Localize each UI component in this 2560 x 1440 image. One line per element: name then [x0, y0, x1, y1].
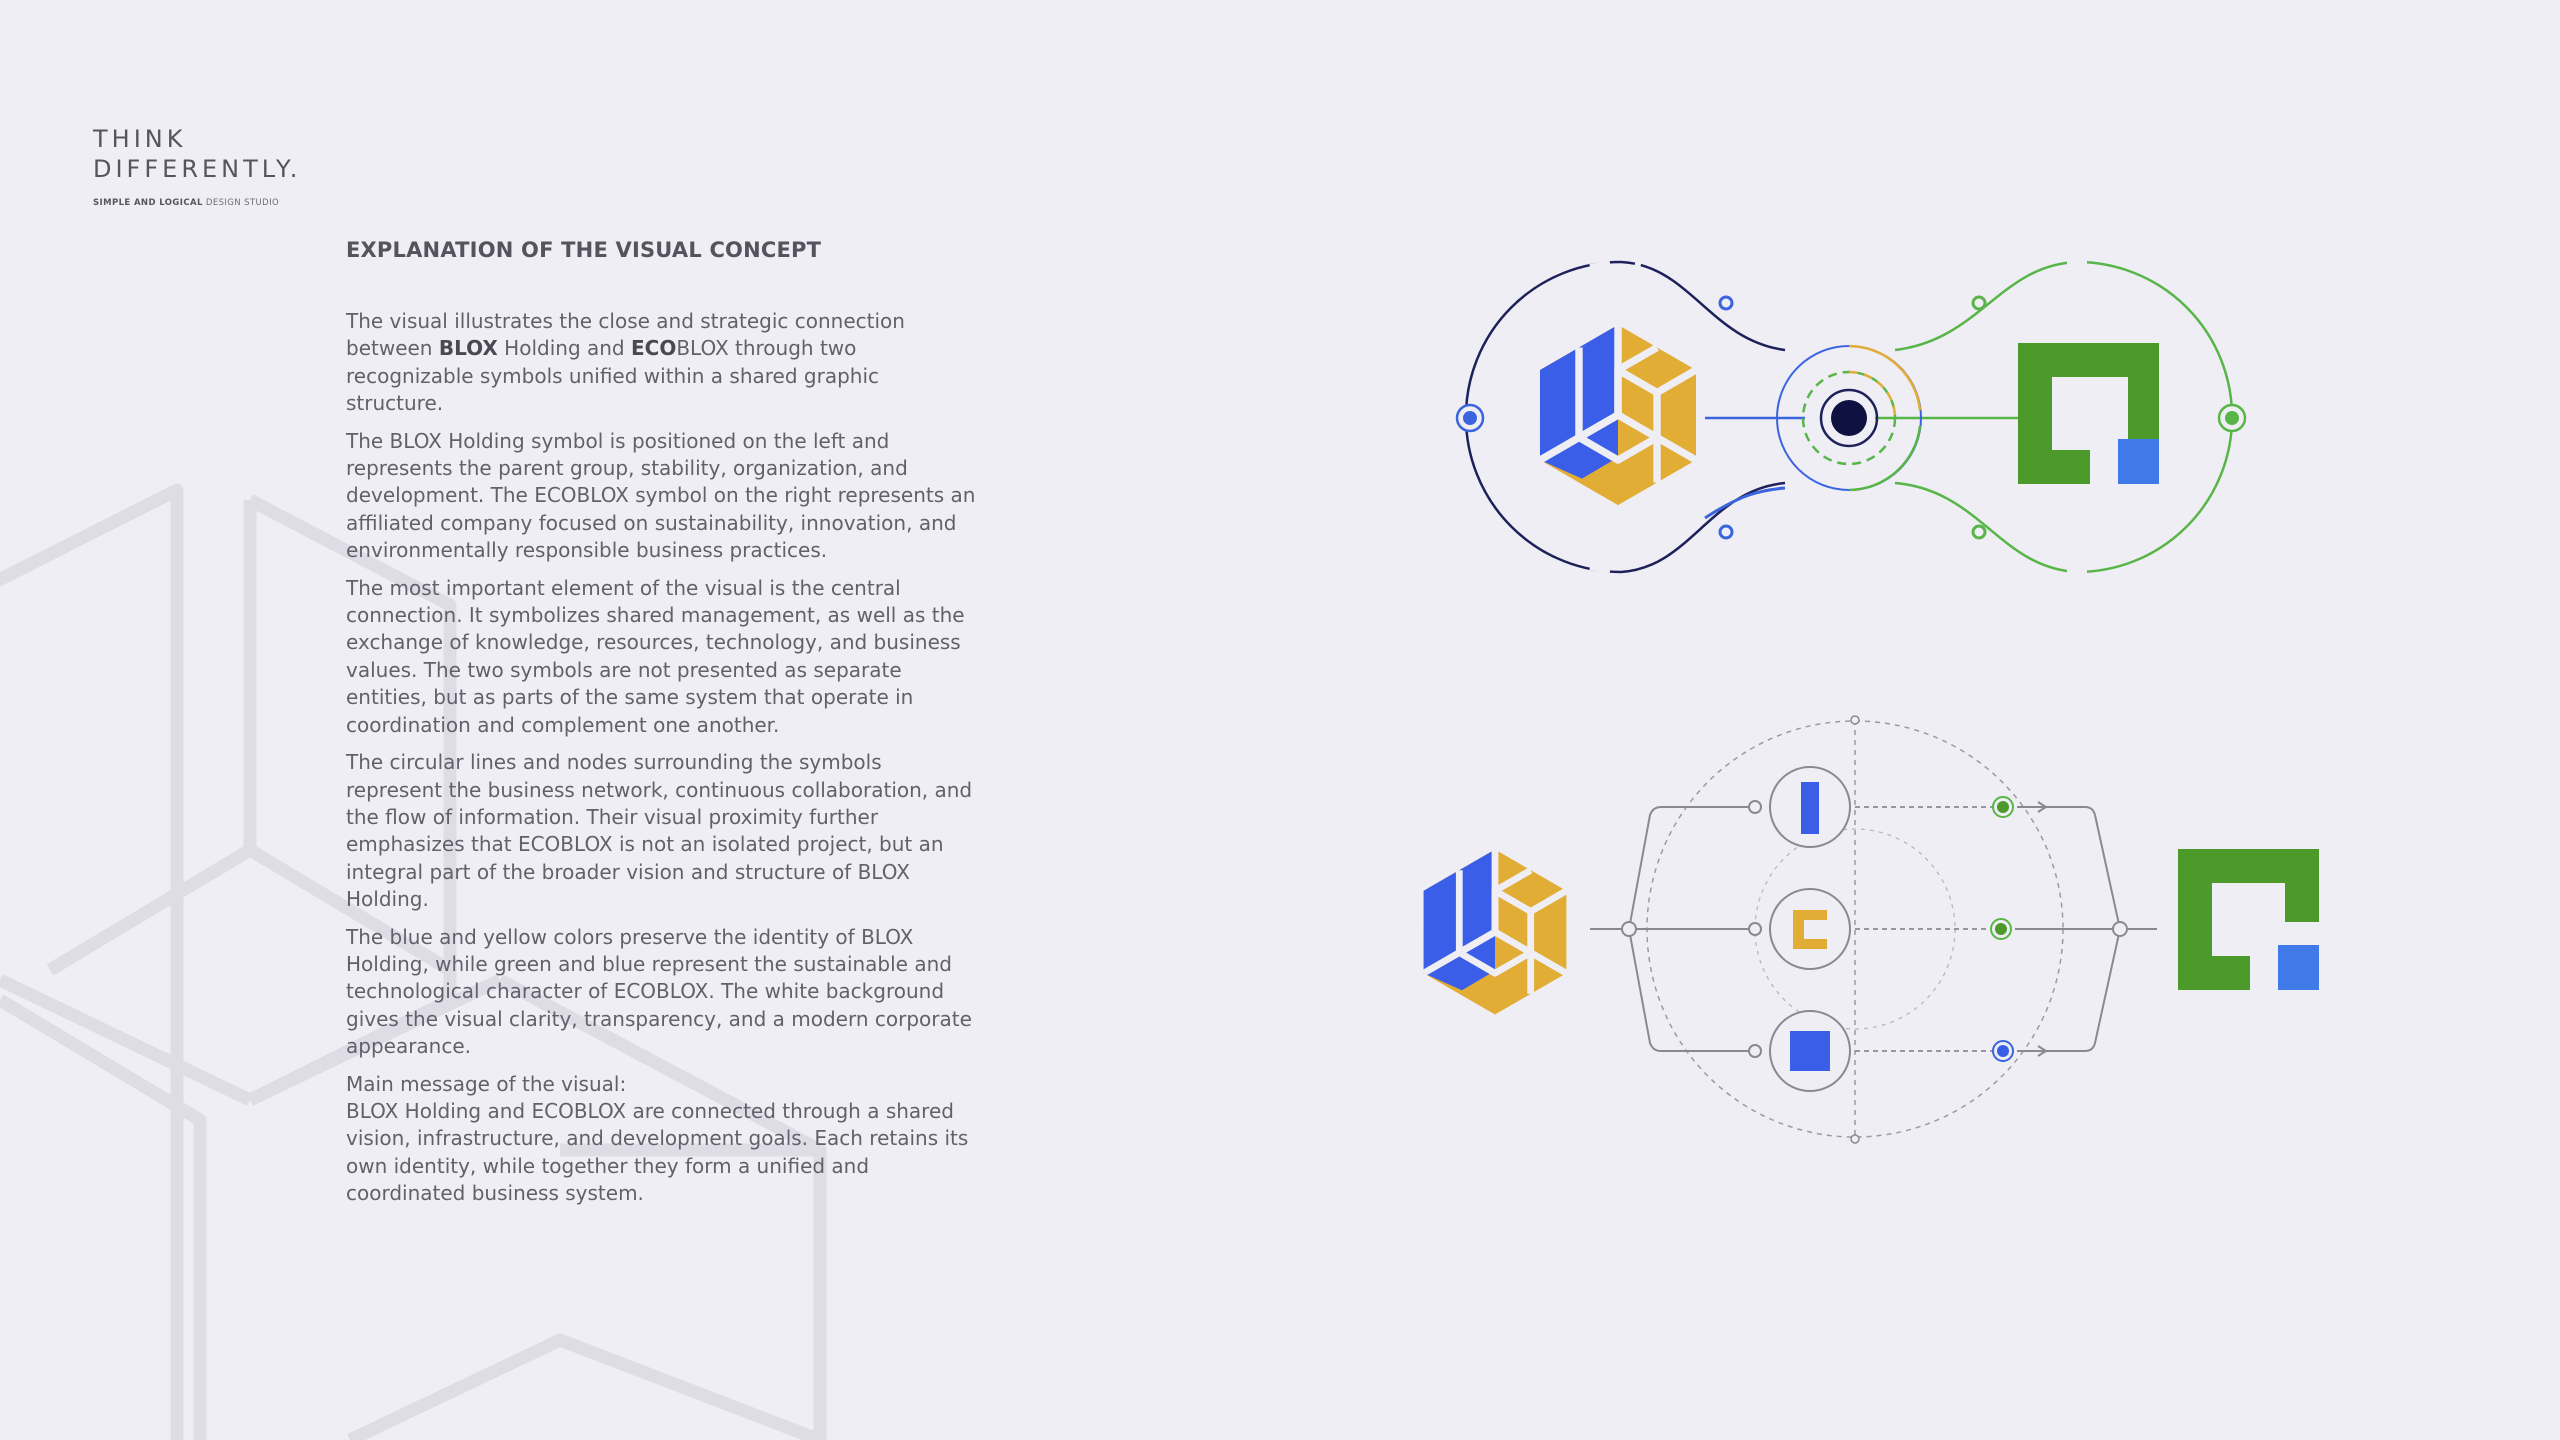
ecoblox-square-logo-icon — [2018, 343, 2159, 484]
left-arc-dash-top — [1589, 260, 1611, 270]
green-node-bottom — [1971, 524, 1987, 540]
left-arc-dash-bottom — [1589, 564, 1611, 574]
dashed-flow-lines — [1855, 806, 2003, 1052]
square-element-node — [1769, 1010, 1851, 1092]
left-branches — [1590, 806, 1755, 1052]
bracket-element-node — [1769, 888, 1851, 970]
left-node-top — [1748, 800, 1762, 814]
paragraph-intro: The visual illustrates the close and str… — [346, 308, 976, 418]
right-loop-bottom-curve — [1894, 481, 2078, 574]
intro-text-middle: Holding and — [497, 336, 631, 361]
left-loop-top-curve — [1620, 260, 1786, 352]
blue-bar-icon — [1801, 782, 1819, 834]
axis-node-top — [1850, 715, 1860, 725]
intro-blox-bold: BLOX — [438, 336, 498, 361]
left-node-bottom — [1748, 1044, 1762, 1058]
right-branch-node — [2112, 921, 2128, 937]
green-node-top — [1971, 295, 1987, 311]
hub-outer-ring-green — [1848, 425, 1922, 492]
paragraph-colors: The blue and yellow colors preserve the … — [346, 924, 972, 1059]
blue-inner-curve — [1704, 486, 1786, 520]
brand-tagline: SIMPLE AND LOGICAL DESIGN STUDIO — [93, 198, 301, 208]
green-flow-node-top — [1992, 796, 2014, 818]
paragraph-main-message: Main message of the visual:BLOX Holding … — [346, 1071, 976, 1208]
ecoblox-square-logo-icon — [2178, 849, 2319, 990]
brand-line-differently: DIFFERENTLY. — [93, 155, 302, 183]
main-message-text: BLOX Holding and ECOBLOX are connected t… — [346, 1098, 969, 1206]
network-diagram-bottom — [1421, 715, 2319, 1144]
hub-middle-ring-yellow — [1848, 370, 1897, 419]
hub-inner-ring — [1819, 388, 1879, 448]
blue-node-top — [1718, 295, 1734, 311]
left-loop-bottom-curve — [1620, 481, 1786, 574]
blox-hexagon-logo-icon — [1538, 324, 1698, 506]
hub-outer-ring-yellow — [1848, 344, 1922, 411]
explanation-content: EXPLANATION OF THE VISUAL CONCEPT The vi… — [346, 238, 976, 1218]
blue-flow-node-bottom — [1992, 1040, 2014, 1062]
paragraph-connection: The most important element of the visual… — [346, 575, 965, 737]
brand-tagline-rest: DESIGN STUDIO — [202, 198, 280, 208]
axis-node-bottom — [1850, 1134, 1860, 1144]
left-branch-node — [1621, 921, 1637, 937]
left-node-mid — [1748, 922, 1762, 936]
intro-text-before: The visual illustrates the close and str… — [346, 309, 905, 361]
yellow-bracket-icon — [1793, 910, 1827, 949]
blue-square-icon — [1790, 1031, 1830, 1071]
section-title: EXPLANATION OF THE VISUAL CONCEPT — [346, 238, 822, 262]
brand-block: THINK DIFFERENTLY. SIMPLE AND LOGICAL DE… — [93, 124, 301, 208]
bar-element-node — [1769, 766, 1851, 848]
main-message-label: Main message of the visual: — [346, 1071, 627, 1096]
right-loop-top-curve — [1894, 260, 2078, 352]
intro-text-after: BLOX through two recognizable symbols un… — [346, 336, 880, 416]
right-end-node — [2217, 403, 2247, 433]
brand-line-think: THINK — [93, 125, 187, 153]
connection-diagram-top — [1455, 260, 2247, 574]
blue-node-bottom — [1718, 524, 1734, 540]
green-flow-node-mid — [1990, 918, 2012, 940]
right-branches — [2015, 801, 2157, 1057]
paragraph-symbols: The BLOX Holding symbol is positioned on… — [346, 428, 976, 563]
brand-tagline-bold: SIMPLE AND LOGICAL — [93, 198, 203, 208]
intro-eco-bold: ECO — [630, 336, 677, 361]
paragraph-network: The circular lines and nodes surrounding… — [346, 750, 973, 912]
central-hub-icon — [1831, 400, 1867, 436]
blox-hexagon-logo-icon — [1421, 849, 1569, 1015]
left-end-node — [1455, 403, 1485, 433]
